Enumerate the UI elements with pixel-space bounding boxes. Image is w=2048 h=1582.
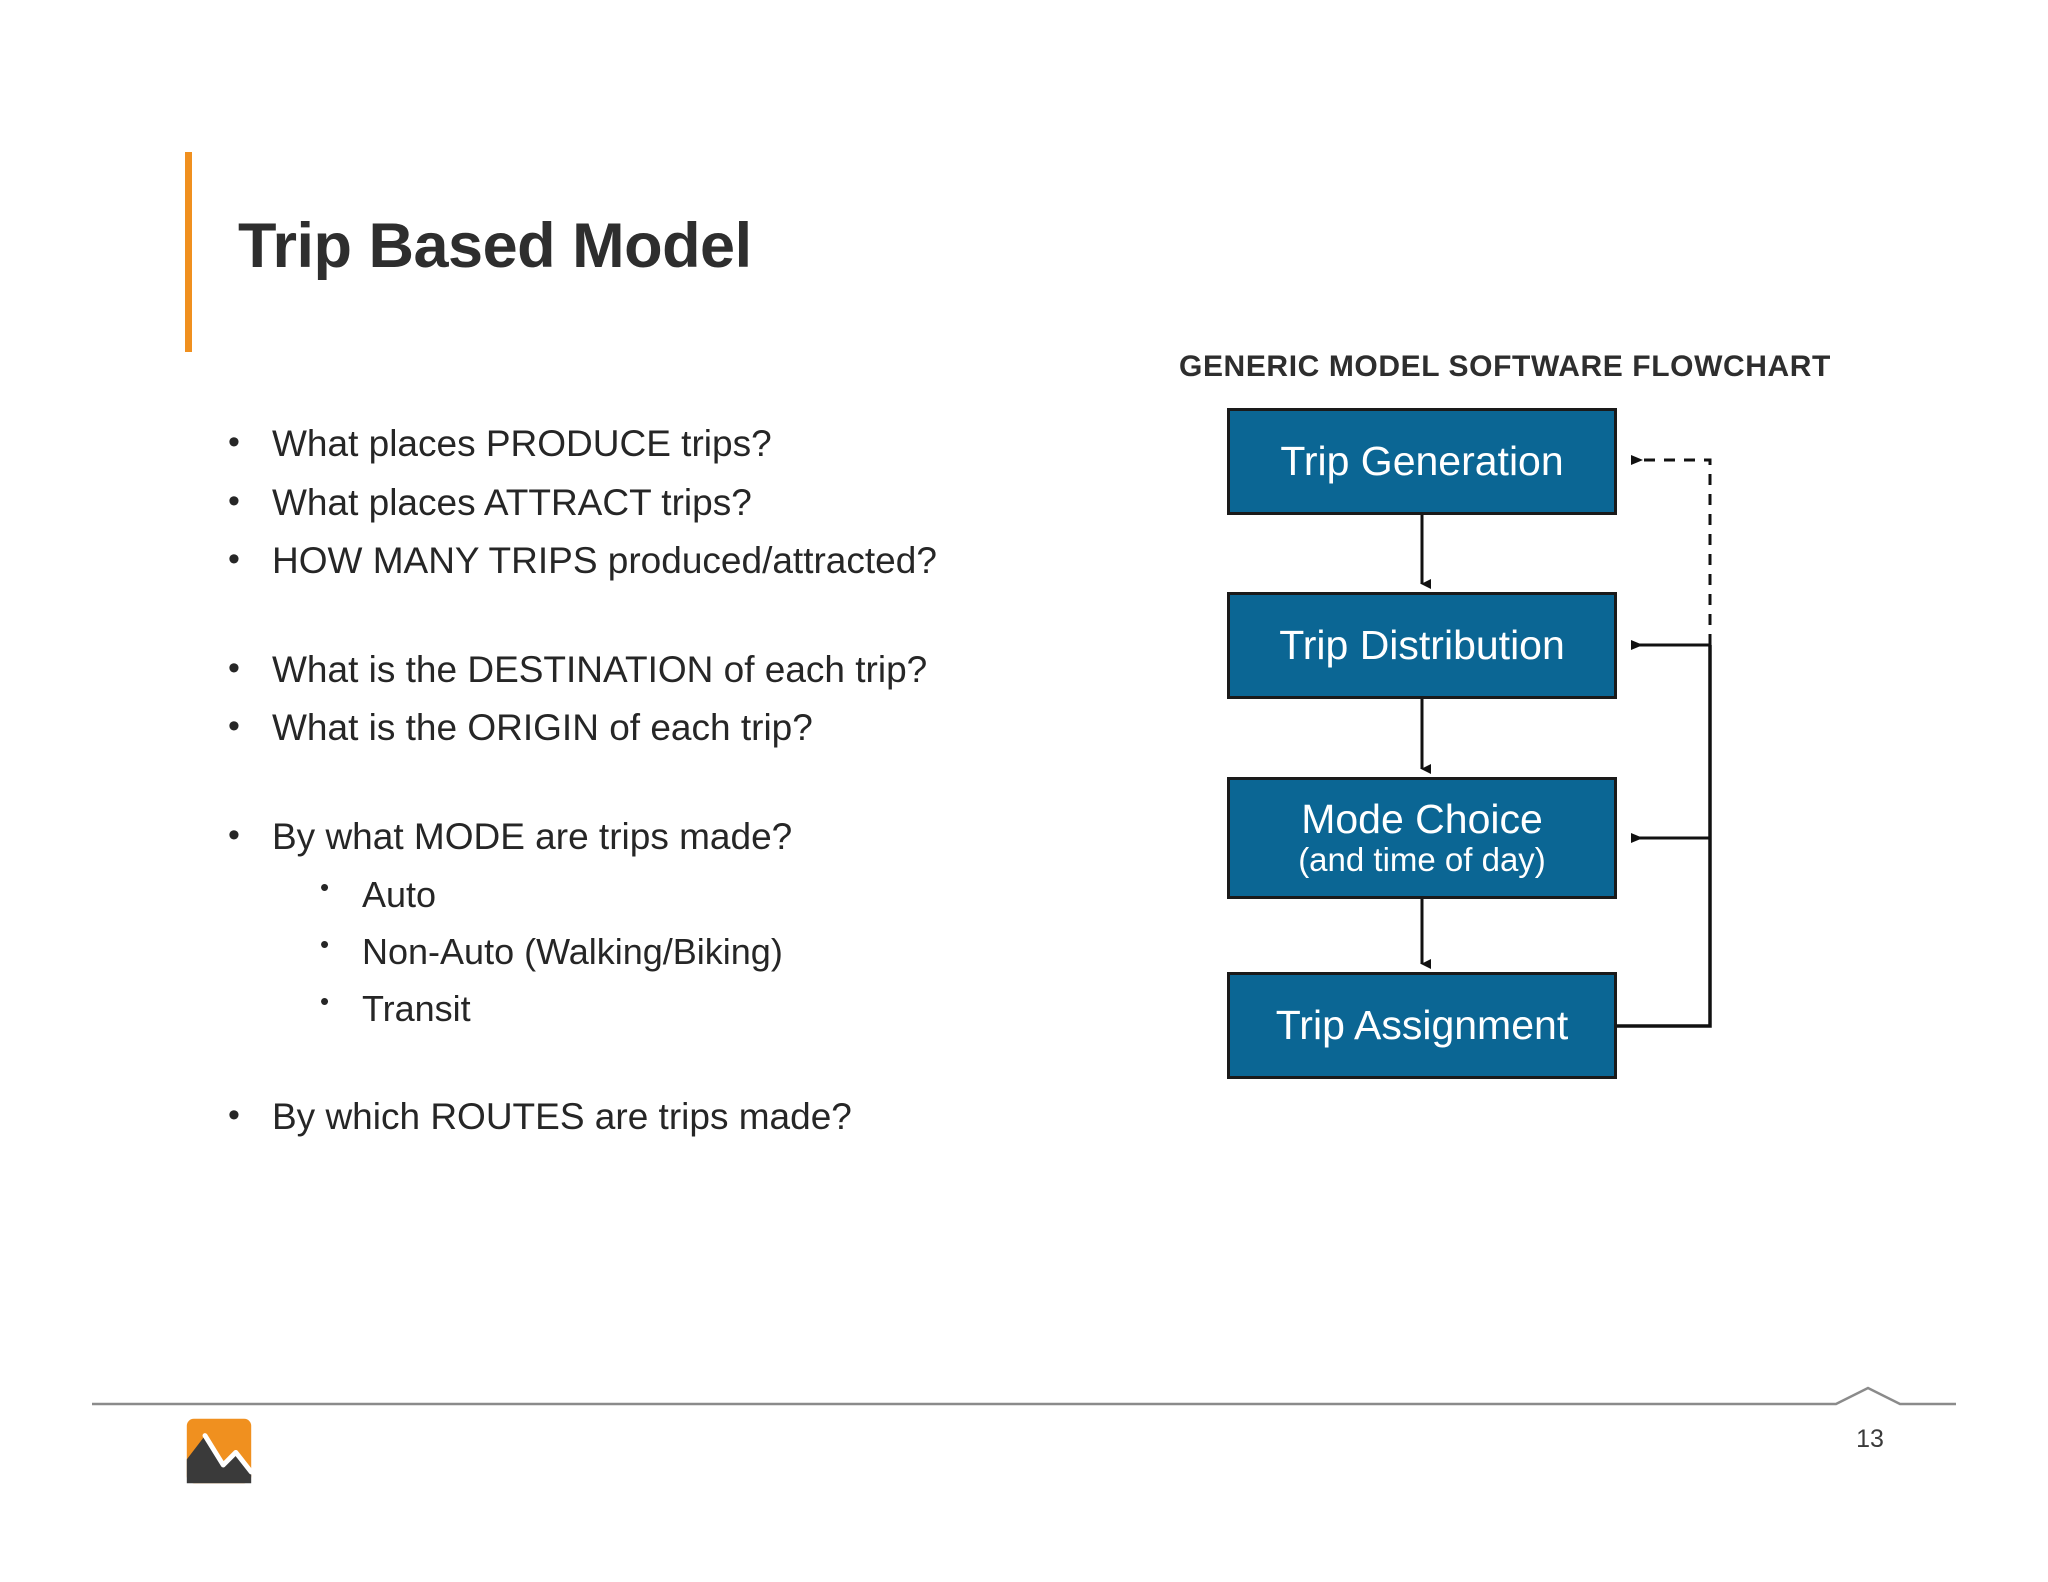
- flow-box-trip-distribution[interactable]: Trip Distribution: [1227, 592, 1617, 699]
- flow-box-trip-assignment[interactable]: Trip Assignment: [1227, 972, 1617, 1079]
- flow-box-title: Mode Choice: [1301, 796, 1543, 843]
- bullet-text: By which ROUTES are trips made?: [272, 1095, 852, 1137]
- bullet-text: Non-Auto (Walking/Biking): [362, 931, 783, 973]
- bullet-text: What places PRODUCE trips?: [272, 423, 772, 464]
- connector-feedback-dashed-to-generation: [1631, 455, 1712, 645]
- flowchart-diagram: GENERIC MODEL SOFTWARE FLOWCHART Trip Ge…: [1050, 350, 1990, 1300]
- list-item: • By which ROUTES are trips made?: [228, 1091, 1068, 1144]
- list-item: • Auto: [228, 869, 1068, 920]
- bullet-marker: •: [228, 481, 240, 520]
- bullet-marker: •: [228, 707, 240, 746]
- bullet-text: Transit: [362, 988, 471, 1030]
- list-item: • What places ATTRACT trips?: [228, 477, 1068, 530]
- flowchart-connectors: [1420, 455, 1712, 1028]
- bullet-marker: •: [228, 815, 240, 854]
- connector-feedback-trunk: [1617, 645, 1712, 1028]
- bullet-group-mode: • By what MODE are trips made? • Auto • …: [228, 811, 1068, 1035]
- company-logo-icon: [186, 1418, 254, 1484]
- flow-box-mode-choice[interactable]: Mode Choice (and time of day): [1227, 777, 1617, 899]
- list-item: • HOW MANY TRIPS produced/attracted?: [228, 535, 1068, 588]
- bullet-marker: •: [228, 540, 240, 579]
- bullet-marker: •: [228, 648, 240, 687]
- title-accent-bar: [185, 152, 192, 352]
- page-number: 13: [1856, 1425, 1884, 1453]
- bullet-marker: •: [228, 423, 240, 461]
- list-item: • Non-Auto (Walking/Biking): [228, 926, 1068, 977]
- flow-box-trip-generation[interactable]: Trip Generation: [1227, 408, 1617, 515]
- flow-box-title: Trip Generation: [1280, 438, 1564, 485]
- list-item: • By what MODE are trips made?: [228, 811, 1068, 864]
- flow-box-subtitle: (and time of day): [1298, 840, 1546, 878]
- bullet-text: Auto: [362, 874, 437, 916]
- bullet-text: What is the DESTINATION of each trip?: [272, 648, 928, 690]
- flowchart-title: GENERIC MODEL SOFTWARE FLOWCHART: [1179, 350, 1831, 383]
- bullet-text: By what MODE are trips made?: [272, 815, 793, 857]
- bullet-group-destination: • What is the DESTINATION of each trip? …: [228, 644, 1068, 755]
- bullet-text: What places ATTRACT trips?: [272, 481, 752, 523]
- list-item: • What places PRODUCE trips?: [228, 418, 1068, 471]
- list-item: • What is the ORIGIN of each trip?: [228, 702, 1068, 755]
- bullet-text: HOW MANY TRIPS produced/attracted?: [272, 540, 937, 582]
- footer-divider: [92, 1386, 1956, 1408]
- flow-box-title: Trip Assignment: [1275, 1002, 1569, 1049]
- bullet-marker: •: [228, 1095, 240, 1134]
- bullet-marker: •: [320, 929, 330, 960]
- page-title: Trip Based Model: [238, 211, 752, 281]
- list-item: • Transit: [228, 983, 1068, 1034]
- flow-box-title: Trip Distribution: [1279, 622, 1565, 669]
- list-item: • What is the DESTINATION of each trip?: [228, 644, 1068, 697]
- bullet-group-production: • What places PRODUCE trips? • What plac…: [228, 418, 1068, 588]
- bullet-group-routes: • By which ROUTES are trips made?: [228, 1091, 1068, 1144]
- bullet-list: • What places PRODUCE trips? • What plac…: [228, 418, 1068, 1149]
- bullet-marker: •: [320, 872, 330, 903]
- bullet-marker: •: [320, 986, 330, 1017]
- bullet-text: What is the ORIGIN of each trip?: [272, 707, 813, 749]
